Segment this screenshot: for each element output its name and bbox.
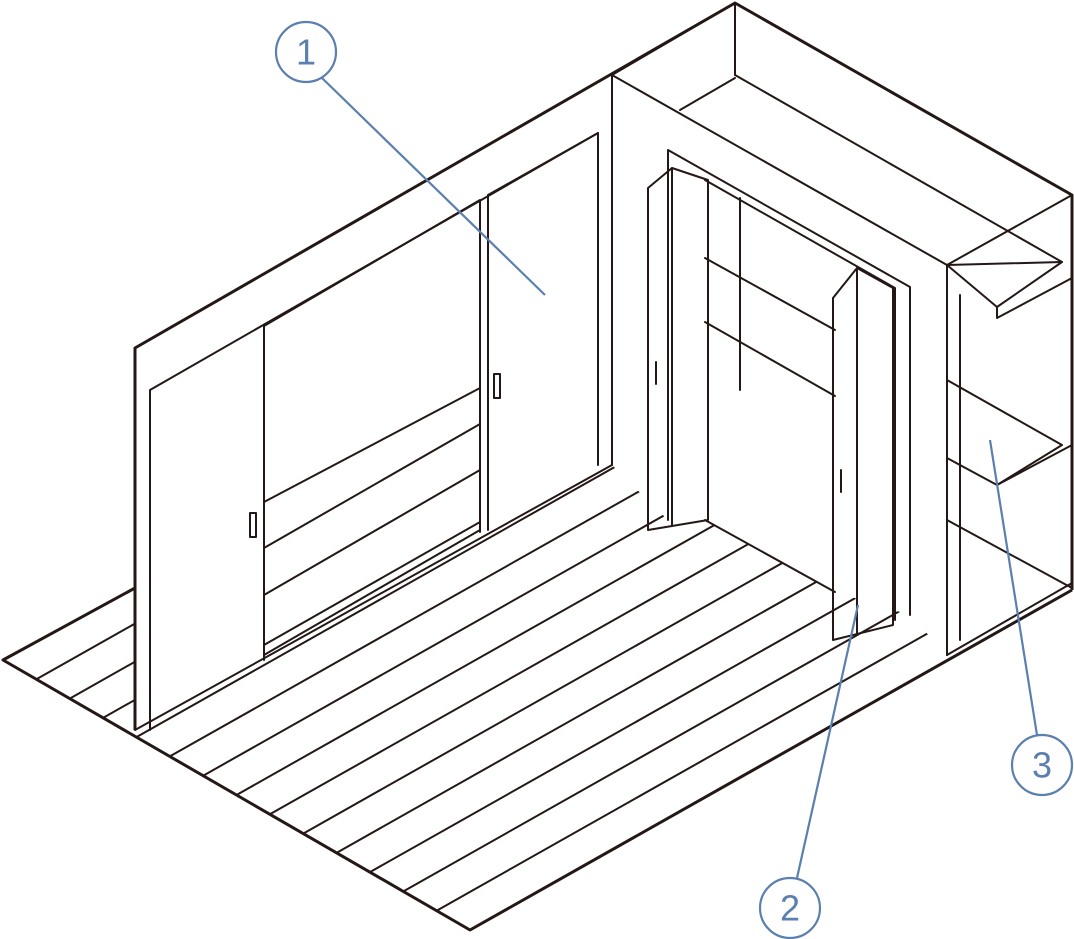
floorboard-line [135, 465, 1072, 739]
sliding-door-right [487, 132, 599, 531]
callout-label: 1 [296, 32, 316, 73]
partition-top-back [679, 77, 736, 111]
floorboard-line [202, 465, 1072, 777]
floorboard-line [402, 465, 1072, 893]
back-wall-top-inner [611, 2, 736, 76]
door-handle[interactable] [249, 512, 257, 538]
floorboard-line [102, 465, 1072, 719]
partition-top [611, 74, 948, 266]
closet-shelf [704, 321, 836, 397]
door-rail [263, 521, 481, 646]
glass-line [263, 469, 481, 596]
glass-line [263, 423, 481, 549]
callout-1: 1 [274, 20, 546, 296]
glass-line [263, 387, 481, 503]
floor-outline [1, 586, 1073, 932]
floorboard-line [335, 465, 1072, 854]
sliding-door-left [263, 199, 481, 661]
middle-shelf-edge [996, 444, 1073, 486]
callout-label: 3 [1032, 745, 1052, 786]
floor-partition [946, 582, 1073, 656]
door-handle[interactable] [493, 373, 501, 399]
floorboard-line [168, 465, 1072, 758]
closet-opening [667, 149, 911, 616]
folding-door-left[interactable] [647, 167, 709, 531]
closet-floor [704, 519, 836, 593]
middle-shelf [946, 379, 1063, 486]
floorboard-line [35, 465, 1038, 681]
door-rail [263, 529, 481, 656]
partition-top-right [946, 194, 1073, 266]
back-wall-outline [133, 1, 1074, 730]
callout-3: 3 [988, 439, 1074, 797]
floorboard-line [68, 465, 1071, 700]
floor-wall-line [134, 464, 613, 731]
shelf-back-top [946, 264, 998, 308]
top-shelf [946, 261, 1073, 319]
callout-label: 2 [780, 888, 800, 929]
callout-2: 2 [758, 604, 860, 939]
shelf-base [946, 519, 1073, 589]
closet-inner [704, 179, 896, 621]
floorboards [35, 465, 1072, 912]
folding-door-right[interactable] [832, 267, 894, 641]
closet-shelf [704, 257, 836, 331]
wall-top-back [734, 74, 1063, 263]
floorboard-line [302, 465, 1072, 835]
